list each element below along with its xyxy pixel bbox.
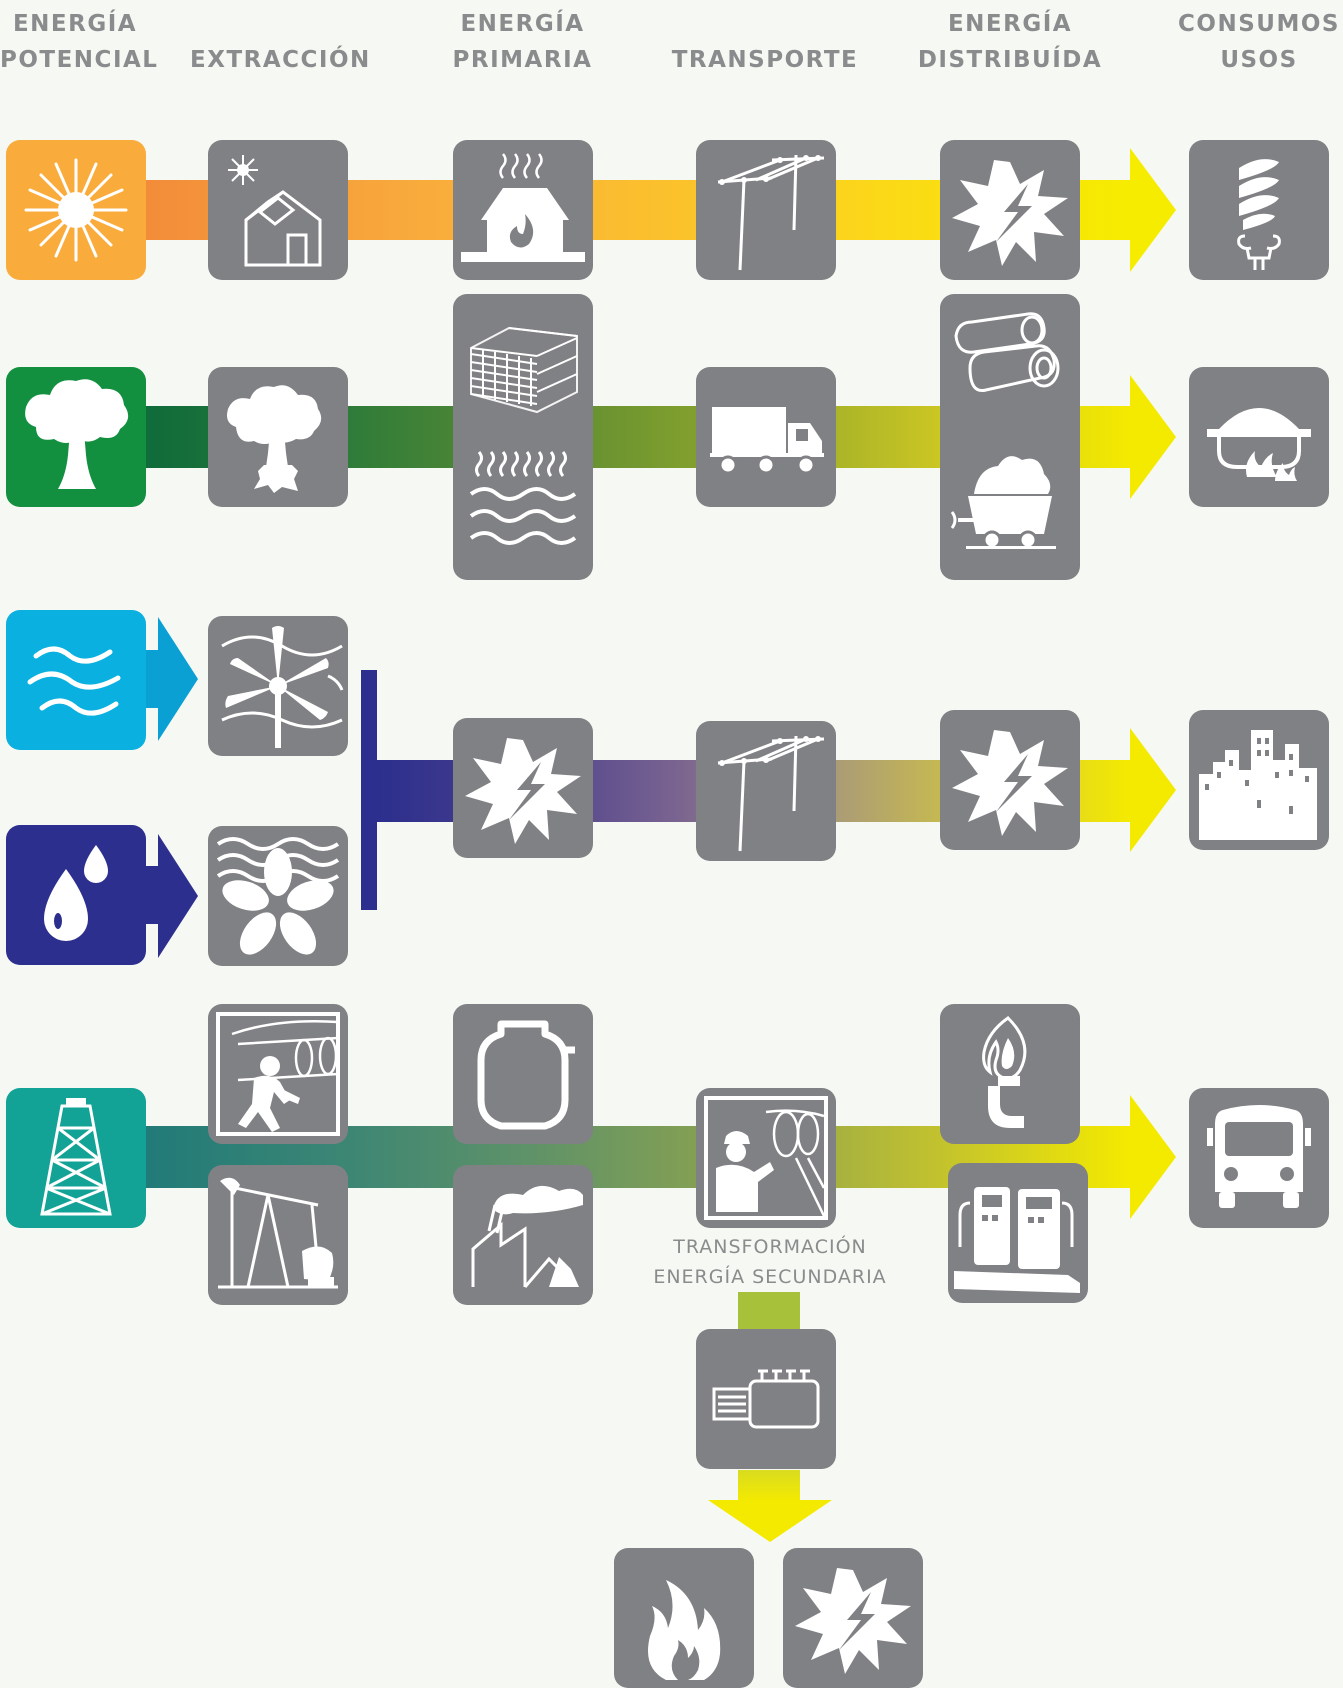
wind-turbine-icon xyxy=(221,626,344,748)
electricity-icon xyxy=(795,1568,911,1674)
secondary-arrowhead xyxy=(708,1500,832,1542)
tile-fuel-pump xyxy=(948,1163,1088,1303)
header-line: PRIMARIA xyxy=(452,47,593,73)
tile-cooking-pot xyxy=(1189,367,1329,507)
flow-arrowhead-solar xyxy=(1130,148,1176,272)
water-turbine-icon xyxy=(216,837,340,955)
transformer-icon xyxy=(712,1369,820,1429)
tile-water-turbine xyxy=(208,826,348,966)
header-extraccion: EXTRACCIÓN xyxy=(190,6,370,78)
header-consumos-usos: CONSUMOS USOS xyxy=(1175,6,1343,78)
heat-waves-icon xyxy=(469,451,577,545)
power-line-icon xyxy=(717,735,825,852)
header-line: ENERGÍA xyxy=(12,11,138,37)
sun-icon xyxy=(24,158,128,262)
header-line: USOS xyxy=(1220,47,1298,73)
header-line: ENERGÍA xyxy=(947,11,1073,37)
gas-flame-icon xyxy=(982,1016,1027,1128)
tree-icon xyxy=(25,379,129,489)
tile-electricity-4 xyxy=(783,1548,923,1688)
tile-wind-turbine xyxy=(208,616,348,756)
water-drop-icon xyxy=(44,845,108,941)
pipeline-worker-icon xyxy=(216,1012,340,1136)
city-icon xyxy=(1199,730,1317,840)
header-line: CONSUMOS xyxy=(1178,11,1340,37)
refinery-worker-icon xyxy=(704,1096,828,1220)
source-solar xyxy=(6,140,146,280)
arrowhead-water xyxy=(158,834,198,958)
tile-refinery-worker xyxy=(696,1088,836,1228)
header-energia-potencial: ENERGÍA POTENCIAL xyxy=(0,6,159,78)
electricity-icon xyxy=(952,730,1068,836)
tree-stump-icon xyxy=(227,385,322,493)
tile-lumber-heat xyxy=(453,294,593,580)
gas-tank-icon xyxy=(477,1020,575,1130)
tile-logs-coal xyxy=(940,294,1080,580)
header-line: EXTRACCIÓN xyxy=(190,47,371,73)
tile-fire xyxy=(614,1548,754,1688)
tile-bus xyxy=(1189,1088,1329,1228)
transformacion-caption: TRANSFORMACIÓN ENERGÍA SECUNDARIA xyxy=(620,1232,920,1292)
source-oil xyxy=(6,1088,146,1228)
tile-transformer xyxy=(696,1329,836,1469)
tile-electricity-2 xyxy=(453,718,593,858)
oil-derrick-icon xyxy=(40,1098,112,1216)
logs-icon xyxy=(954,312,1060,393)
header-energia-distribuida: ENERGÍA DISTRIBUÍDA xyxy=(915,6,1105,78)
tile-truck xyxy=(696,367,836,507)
power-line-icon xyxy=(717,154,825,271)
tile-pipeline-worker xyxy=(208,1004,348,1144)
header-energia-primaria: ENERGÍA PRIMARIA xyxy=(440,6,605,78)
fuel-pump-icon xyxy=(954,1187,1080,1293)
electricity-icon xyxy=(465,738,581,844)
wind-icon xyxy=(27,646,121,716)
bus-icon xyxy=(1207,1105,1311,1208)
lumber-icon xyxy=(470,326,578,414)
tile-refinery xyxy=(453,1165,593,1305)
tile-gas-tank xyxy=(453,1004,593,1144)
truck-icon xyxy=(710,407,824,475)
merge-bar xyxy=(361,670,377,910)
refinery-icon xyxy=(471,1185,583,1288)
solar-house-icon xyxy=(228,155,322,267)
tile-gas-flame xyxy=(940,1004,1080,1144)
header-transporte: TRANSPORTE xyxy=(670,6,860,78)
pumpjack-icon xyxy=(218,1177,338,1289)
light-bulb-icon xyxy=(1237,159,1281,270)
arrow-wind xyxy=(146,650,158,708)
header-line: ENERGÍA xyxy=(460,11,585,37)
arrow-water xyxy=(146,866,158,924)
tile-electricity-3 xyxy=(940,710,1080,850)
caption-line: ENERGÍA SECUNDARIA xyxy=(653,1266,887,1288)
header-line: DISTRIBUÍDA xyxy=(917,47,1103,73)
tile-power-line-2 xyxy=(696,721,836,861)
tile-pumpjack xyxy=(208,1165,348,1305)
tile-power-line-1 xyxy=(696,140,836,280)
tile-heated-house xyxy=(453,140,593,280)
cooking-pot-icon xyxy=(1207,408,1311,481)
tile-city xyxy=(1189,710,1329,850)
coal-cart-icon xyxy=(950,456,1056,550)
source-wind xyxy=(6,610,146,750)
header-line xyxy=(670,6,860,42)
electricity-icon xyxy=(952,160,1068,266)
caption-line: TRANSFORMACIÓN xyxy=(673,1236,867,1258)
fire-icon xyxy=(648,1580,721,1680)
flow-arrowhead-hydro-wind xyxy=(1130,728,1176,852)
source-forest xyxy=(6,367,146,507)
flow-arrowhead-oil xyxy=(1130,1095,1176,1219)
tile-solar-house xyxy=(208,140,348,280)
header-line xyxy=(190,6,370,42)
flow-arrowhead-biomass xyxy=(1130,375,1176,499)
source-water xyxy=(6,825,146,965)
heated-house-icon xyxy=(461,153,585,262)
tile-light-bulb xyxy=(1189,140,1329,280)
header-line: POTENCIAL xyxy=(0,47,159,73)
secondary-arrow-shaft xyxy=(738,1470,800,1502)
arrowhead-wind xyxy=(158,617,198,741)
secondary-connector xyxy=(738,1292,800,1332)
header-line: TRANSPORTE xyxy=(671,47,859,73)
tile-tree-stump xyxy=(208,367,348,507)
tile-electricity-1 xyxy=(940,140,1080,280)
